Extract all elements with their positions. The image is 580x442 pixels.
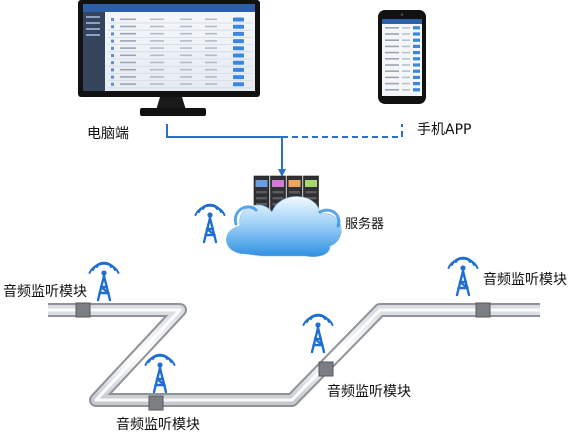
connection-lines — [166, 124, 403, 177]
server-label: 服务器 — [345, 217, 385, 232]
module-label-a: 音频监听模块 — [3, 284, 87, 300]
signal-tower-icon — [144, 353, 176, 394]
module-label-d: 音频监听模块 — [483, 272, 567, 288]
module-block-d — [475, 302, 491, 318]
signal-tower-icon — [302, 313, 334, 354]
pipeline — [48, 302, 540, 411]
mobile-app-label: 手机APP — [417, 122, 472, 138]
module-block-b — [148, 395, 164, 411]
signal-tower-icon — [194, 203, 226, 244]
module-label-c: 音频监听模块 — [327, 384, 411, 400]
monitor-icon — [78, 0, 260, 116]
module-block-a — [75, 302, 91, 318]
module-block-c — [318, 361, 334, 377]
server-cloud-icon — [226, 175, 342, 257]
module-label-b: 音频监听模块 — [116, 417, 200, 433]
signal-tower-icon — [447, 256, 479, 297]
pc-label: 电脑端 — [87, 126, 129, 142]
signal-tower-icon — [88, 261, 120, 302]
smartphone-icon — [378, 10, 426, 104]
